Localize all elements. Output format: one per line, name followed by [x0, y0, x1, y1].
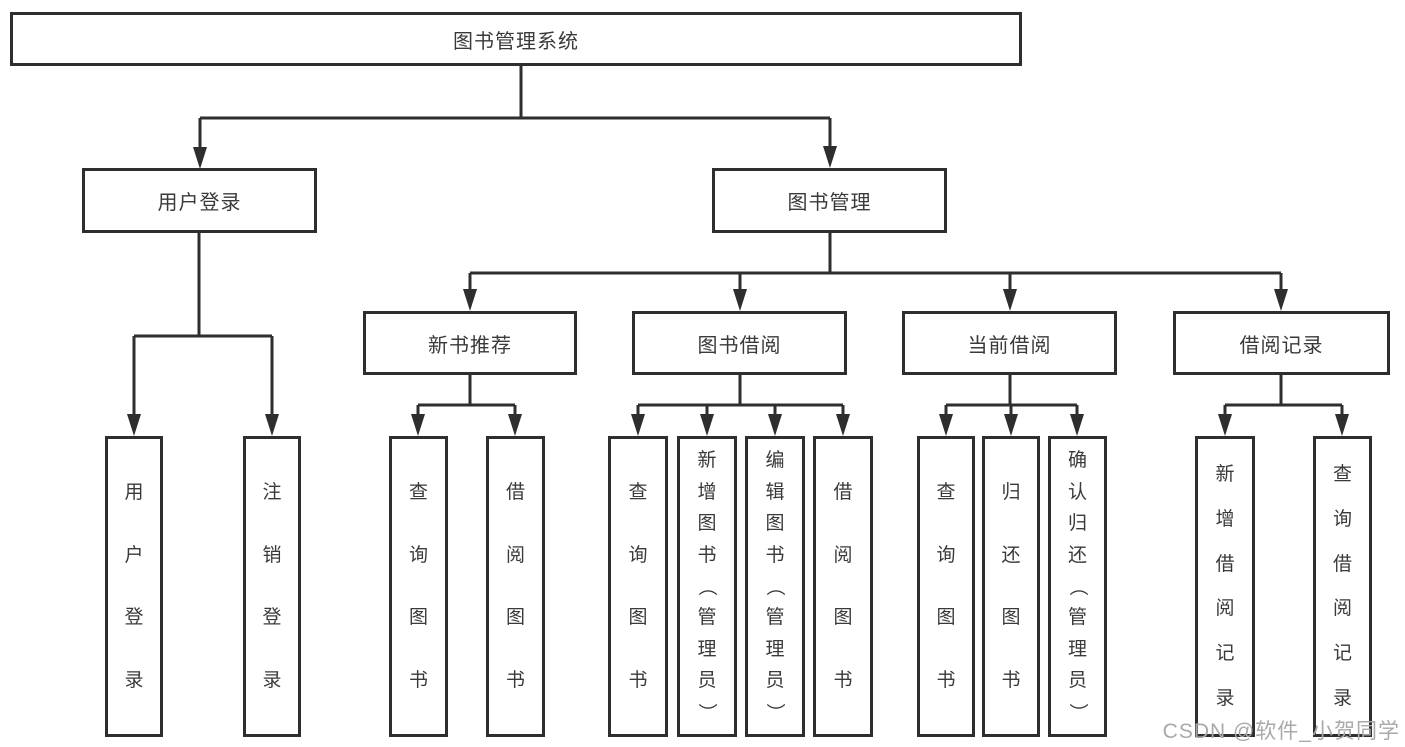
arrowhead	[1335, 414, 1349, 436]
arrowhead	[1003, 289, 1017, 311]
leaf-query-books-2-label: 查询图书	[628, 481, 648, 692]
watermark-text: CSDN @软件_小贺同学	[1162, 720, 1400, 743]
leaf-confirm-return-admin: 确认归还（管理员）	[1048, 436, 1107, 737]
arrowhead	[411, 414, 425, 436]
node-book-management-label: 图书管理	[787, 192, 872, 214]
leaf-return-books: 归还图书	[982, 436, 1040, 737]
node-current-borrow-label: 当前借阅	[967, 334, 1052, 357]
leaf-query-books-1: 查询图书	[389, 436, 448, 737]
leaf-user-login: 用户登录	[105, 436, 163, 737]
arrowhead	[127, 414, 141, 436]
leaf-add-books-admin-label: 新增图书（管理员）	[696, 450, 718, 722]
leaf-logout-label: 注销登录	[262, 481, 282, 692]
leaf-query-books-1-label: 查询图书	[408, 481, 428, 692]
leaf-confirm-return-admin-label: 确认归还（管理员）	[1066, 450, 1088, 722]
node-new-book-recommend: 新书推荐	[363, 311, 577, 375]
node-root: 图书管理系统	[10, 12, 1022, 66]
node-new-book-recommend-label: 新书推荐	[428, 334, 512, 357]
arrowhead	[1274, 289, 1288, 311]
leaf-add-borrow-record-label: 新增借阅记录	[1215, 463, 1235, 710]
leaf-edit-books-admin-label: 编辑图书（管理员）	[764, 450, 786, 722]
arrowhead	[768, 414, 782, 436]
node-borrow-records: 借阅记录	[1173, 311, 1390, 375]
arrowhead	[1004, 414, 1018, 436]
node-borrow-records-label: 借阅记录	[1239, 334, 1324, 357]
node-user-login-label: 用户登录	[157, 192, 242, 214]
leaf-query-borrow-record: 查询借阅记录	[1313, 436, 1372, 737]
leaf-query-borrow-record-label: 查询借阅记录	[1332, 463, 1352, 710]
arrowhead	[265, 414, 279, 436]
arrowhead	[463, 289, 477, 311]
leaf-query-books-2: 查询图书	[608, 436, 668, 737]
leaf-user-login-label: 用户登录	[124, 481, 144, 692]
node-book-borrow: 图书借阅	[632, 311, 847, 375]
arrowhead	[939, 414, 953, 436]
leaf-add-books-admin: 新增图书（管理员）	[677, 436, 737, 737]
node-book-borrow-label: 图书借阅	[697, 334, 782, 357]
leaf-return-books-label: 归还图书	[1001, 481, 1021, 692]
arrowhead	[1218, 414, 1232, 436]
leaf-edit-books-admin: 编辑图书（管理员）	[745, 436, 805, 737]
node-current-borrow: 当前借阅	[902, 311, 1117, 375]
leaf-borrow-books-2: 借阅图书	[813, 436, 873, 737]
arrowhead	[836, 414, 850, 436]
arrowhead	[508, 414, 522, 436]
arrowhead	[733, 289, 747, 311]
leaf-borrow-books-1: 借阅图书	[486, 436, 545, 737]
leaf-borrow-books-2-label: 借阅图书	[833, 481, 853, 692]
node-book-management: 图书管理	[712, 168, 947, 233]
leaf-query-books-3: 查询图书	[917, 436, 975, 737]
leaf-borrow-books-1-label: 借阅图书	[505, 481, 525, 692]
leaf-add-borrow-record: 新增借阅记录	[1195, 436, 1255, 737]
arrowhead	[700, 414, 714, 436]
arrowhead	[631, 414, 645, 436]
arrowhead	[193, 147, 207, 169]
arrowhead	[823, 146, 837, 168]
leaf-query-books-3-label: 查询图书	[936, 481, 956, 692]
arrowhead	[1070, 414, 1084, 436]
leaf-logout: 注销登录	[243, 436, 301, 737]
node-root-label: 图书管理系统	[453, 30, 579, 53]
node-user-login: 用户登录	[82, 168, 317, 233]
